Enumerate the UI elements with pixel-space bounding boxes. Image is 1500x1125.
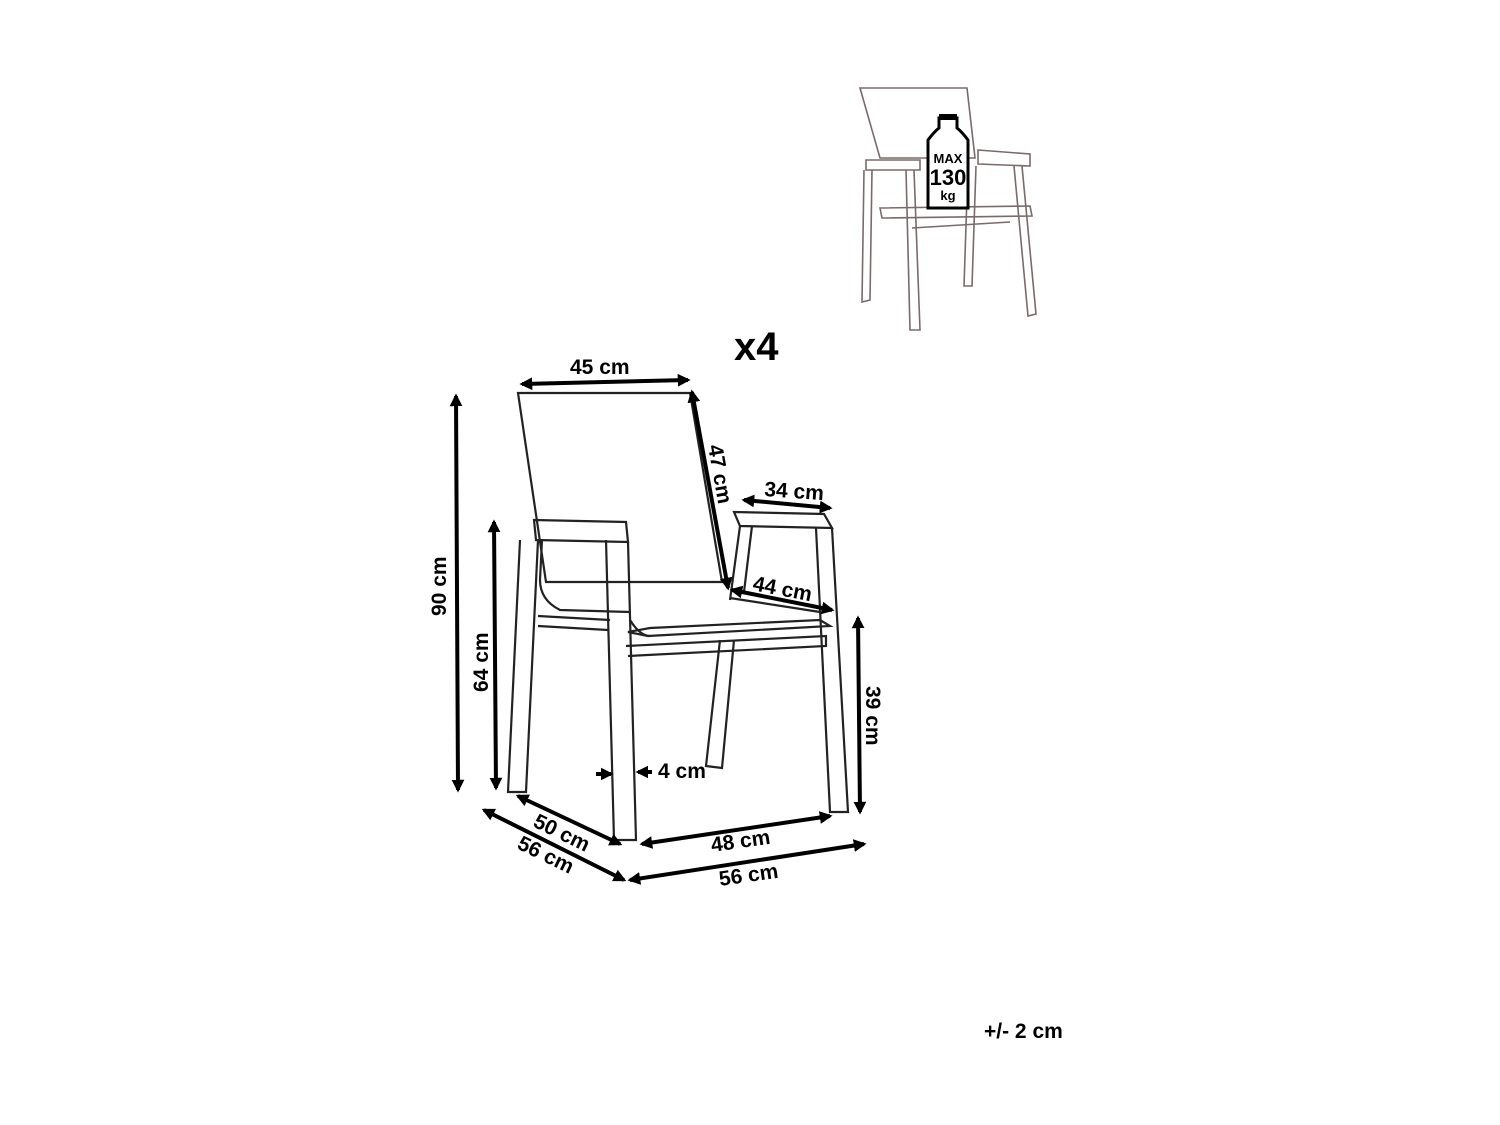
arrow-seat-depth <box>729 585 835 615</box>
max-label: MAX <box>934 151 963 166</box>
label-armrest-height: 64 cm <box>470 632 493 692</box>
tolerance-note: +/- 2 cm <box>984 1020 1063 1043</box>
label-seat-height: 39 cm <box>861 686 884 746</box>
arrow-outer-width <box>627 839 867 885</box>
label-armrest-length: 34 cm <box>764 478 825 505</box>
max-weight-value: 130 <box>930 165 967 190</box>
arrow-backrest-height <box>687 389 733 591</box>
arrow-seat-height <box>851 615 867 815</box>
arrow-armrest-length <box>741 494 833 514</box>
arrow-backrest-width <box>519 373 691 391</box>
arrow-total-height <box>449 393 465 793</box>
weight-unit: kg <box>940 188 955 203</box>
arrow-outer-depth <box>481 808 627 882</box>
arrow-armrest-height <box>487 519 503 791</box>
label-backrest-width: 45 cm <box>570 356 630 379</box>
label-total-height: 90 cm <box>428 556 451 616</box>
label-leg-width: 4 cm <box>658 760 706 783</box>
load-capacity-chair-icon <box>858 87 1037 331</box>
weight-icon: MAX 130 kg <box>926 114 970 210</box>
quantity-label: x4 <box>734 325 779 369</box>
dimension-arrows <box>449 373 867 885</box>
